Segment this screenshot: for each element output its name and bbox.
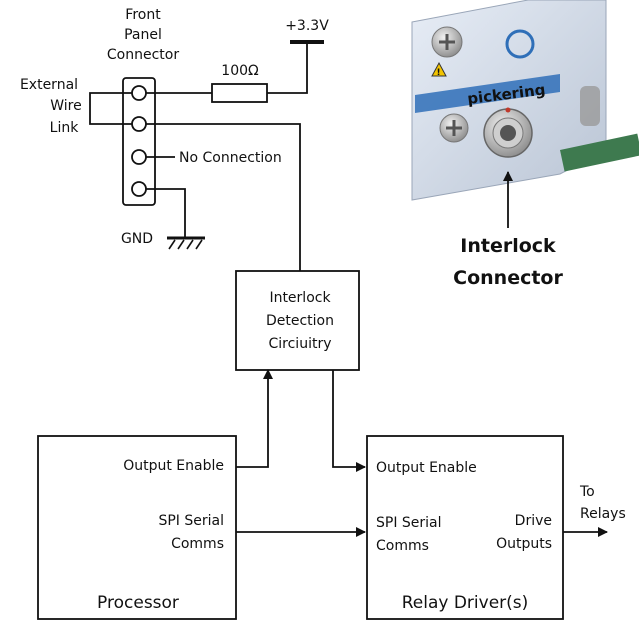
pin2-wire	[146, 123, 301, 271]
connector-pin-4	[131, 181, 147, 197]
warning-triangle-icon	[431, 61, 447, 77]
supply-label: +3.3V	[285, 18, 329, 34]
processor-box	[37, 435, 237, 620]
front-panel-label-line1: Front	[125, 7, 161, 23]
to-relays-line2: Relays	[580, 506, 626, 522]
interlock-detection-box	[235, 270, 360, 371]
interlock-detection-line2: Detection	[266, 313, 334, 329]
gnd-label: GND	[121, 231, 153, 247]
connector-pin-2	[131, 116, 147, 132]
gnd-hatch	[168, 239, 203, 250]
front-panel-connector	[122, 77, 156, 206]
processor-output-enable: Output Enable	[123, 458, 224, 474]
external-wire-link	[89, 92, 132, 125]
front-panel-label-line2: Panel	[124, 27, 162, 43]
relay-spi-line1: SPI Serial	[376, 515, 442, 531]
relay-driver-box	[366, 435, 564, 620]
front-panel-label-line3: Connector	[107, 47, 179, 63]
resistor-label: 100Ω	[221, 63, 259, 79]
processor-title: Processor	[97, 593, 179, 613]
supply-wire	[267, 43, 308, 94]
interlock-connector-label-line1: Interlock	[460, 235, 556, 257]
external-wire-label-line1: External	[20, 77, 78, 93]
relay-driver-title: Relay Driver(s)	[402, 593, 529, 613]
pcb-edge	[560, 133, 639, 172]
svg-text:!: !	[437, 68, 441, 78]
panel-led-ring	[505, 29, 535, 59]
processor-to-interlock-arrow	[236, 369, 273, 468]
interlock-to-relay-arrow	[332, 370, 366, 472]
pin4-wire	[146, 188, 186, 238]
relay-drive-line1: Drive	[515, 513, 552, 529]
connector-pin-1	[131, 85, 147, 101]
processor-spi-line2: Comms	[171, 536, 224, 552]
processor-spi-line1: SPI Serial	[158, 513, 224, 529]
relay-spi-line2: Comms	[376, 538, 429, 554]
interlock-detection-line1: Interlock	[269, 290, 331, 306]
no-connection-label: No Connection	[179, 150, 282, 166]
to-relays-line1: To	[579, 484, 595, 500]
connector-pin-3	[131, 149, 147, 165]
resistor	[211, 83, 268, 103]
relay-output-enable: Output Enable	[376, 460, 477, 476]
interlock-connector-label-line2: Connector	[453, 267, 563, 289]
external-wire-label-line3: Link	[50, 120, 80, 136]
external-wire-label-line2: Wire	[50, 98, 82, 114]
front-panel-photo: pickering !	[408, 0, 639, 201]
relay-drive-line2: Outputs	[496, 536, 552, 552]
interlock-detection-line3: Circiuitry	[269, 336, 332, 352]
